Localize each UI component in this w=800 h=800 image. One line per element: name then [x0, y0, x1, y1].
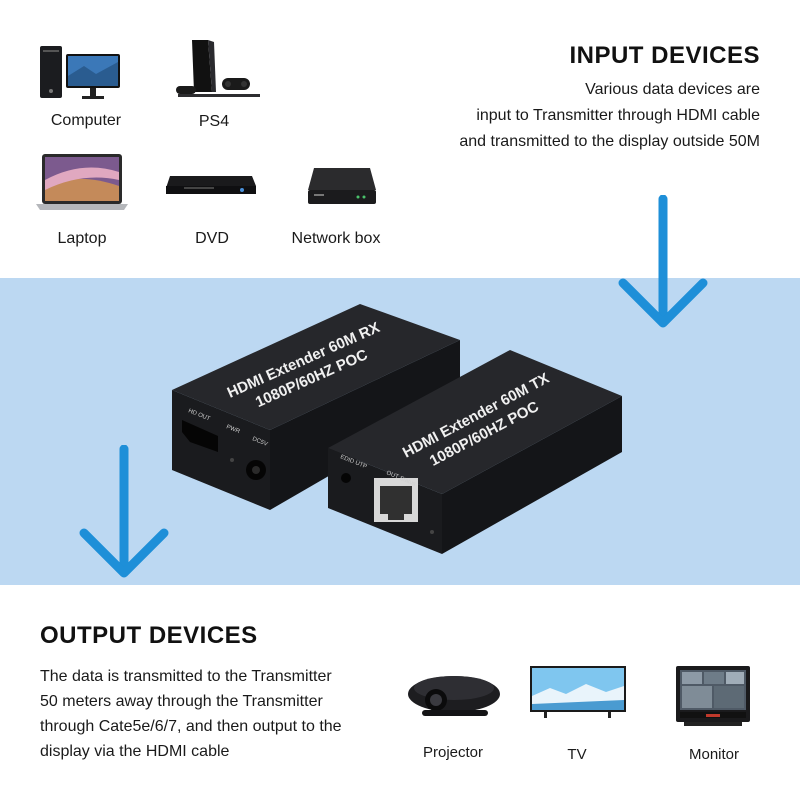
rx-unit [172, 304, 460, 510]
device-label: Projector [422, 744, 484, 761]
network-box-icon [308, 168, 376, 204]
device-dvd: DVD [162, 150, 262, 250]
rx-port-label: PWR [225, 424, 241, 435]
dvd-icon [166, 176, 256, 194]
input-line: Various data devices are [585, 81, 760, 98]
device-label: Computer [50, 112, 122, 129]
device-projector: Projector [402, 666, 504, 766]
input-line: input to Transmitter through HDMI cable [476, 107, 760, 124]
device-ps4: PS4 [164, 36, 264, 136]
output-line: The data is transmitted to the Transmitt… [40, 668, 332, 685]
device-laptop: Laptop [32, 150, 132, 250]
device-label: DVD [195, 230, 229, 247]
tv-icon [530, 666, 626, 718]
computer-icon [40, 46, 120, 99]
device-label: Monitor [688, 746, 740, 763]
output-line: through Cate5e/6/7, and then output to t… [40, 718, 342, 735]
ps4-icon [176, 40, 260, 97]
arrow-down-icon [618, 195, 708, 328]
input-devices-description: Various data devices are input to Transm… [459, 77, 760, 155]
laptop-icon [36, 154, 128, 210]
projector-icon [408, 676, 500, 716]
device-label: Laptop [57, 230, 107, 247]
output-devices-title: OUTPUT DEVICES [40, 622, 258, 649]
device-label: PS4 [198, 113, 230, 130]
input-line: and transmitted to the display outside 5… [459, 133, 760, 150]
arrow-down-icon [79, 445, 169, 578]
input-devices-title: INPUT DEVICES [569, 42, 760, 69]
output-line: display via the HDMI cable [40, 743, 230, 760]
device-computer: Computer [36, 36, 136, 136]
device-label: Network box [291, 230, 381, 247]
monitor-icon [676, 666, 750, 726]
tx-unit [328, 350, 622, 554]
device-monitor: Monitor [662, 666, 766, 766]
output-line: 50 meters away through the Transmitter [40, 693, 323, 710]
rx-port-label: DC5V [251, 436, 268, 448]
device-label: TV [567, 746, 587, 763]
output-devices-description: The data is transmitted to the Transmitt… [40, 664, 342, 764]
hdmi-extender-product: HDMI Extender 60M RX 1080P/60HZ POC HD O… [172, 304, 622, 554]
device-tv: TV [526, 666, 628, 766]
device-network-box: Network box [286, 150, 386, 250]
